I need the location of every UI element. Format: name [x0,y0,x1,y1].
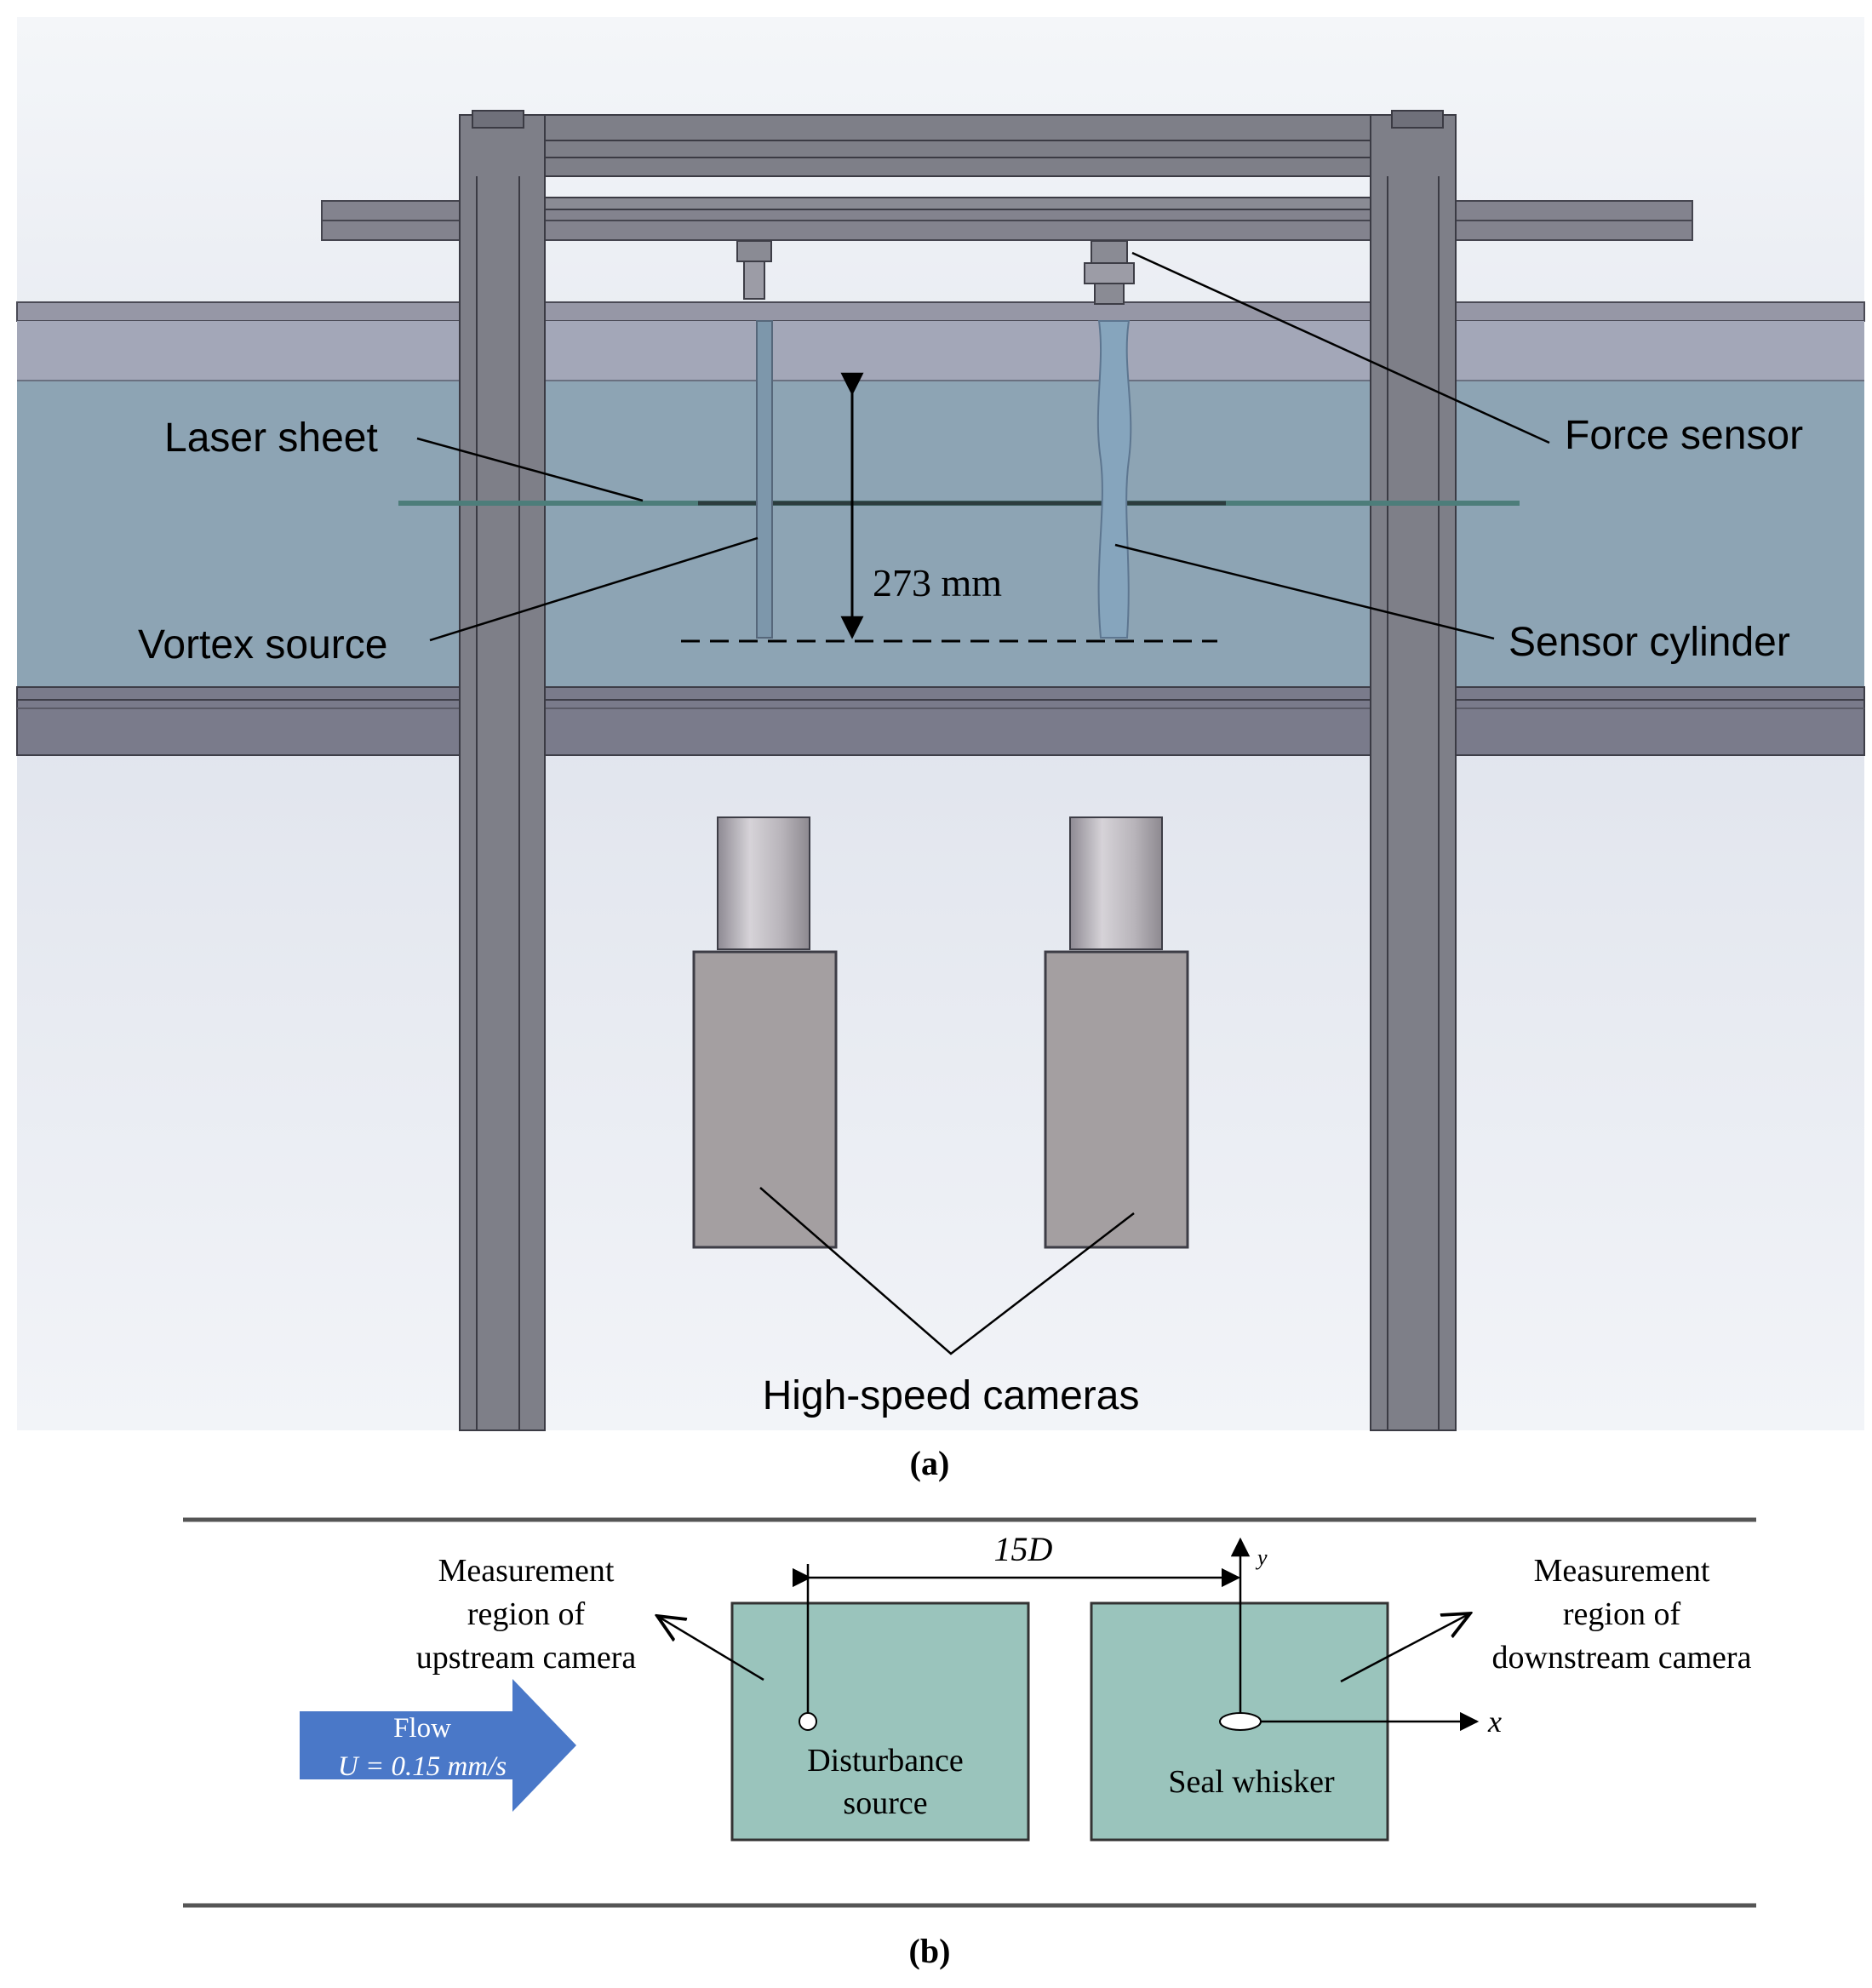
sensor-cylinder [1096,320,1132,639]
force-sensor-leader [1131,251,1550,444]
channel-air-gap [17,321,1864,381]
flow-arrow [300,1679,576,1812]
cameras-leader [759,1187,1135,1355]
sensor-cylinder-label: Sensor cylinder [1508,620,1790,665]
caption-b: (b) [909,1932,951,1970]
channel-top-wall [16,301,1865,322]
svg-text:Measurement: Measurement [438,1553,615,1589]
vortex-source-leader [429,536,759,642]
flow-label: Flow [393,1713,451,1744]
upstream-region-arrow [657,1616,764,1681]
flow-velocity-label: U = 0.15 mm/s [338,1751,507,1782]
panel-b: Flow U = 0.15 mm/s Measurement region of… [183,1517,1756,1970]
svg-text:Measurement: Measurement [1534,1553,1710,1589]
distance-label: 15D [994,1530,1053,1568]
y-axis-label: y [1255,1545,1268,1570]
vortex-source-label: Vortex source [138,622,387,667]
support-frame [459,110,1457,1431]
seal-whisker-marker [1219,1712,1262,1731]
disturbance-source-marker [799,1712,817,1731]
channel-bottom-wall [16,686,1865,756]
svg-text:region of: region of [1563,1596,1681,1632]
svg-text:downstream camera: downstream camera [1492,1640,1752,1676]
svg-text:Disturbance: Disturbance [807,1743,964,1779]
x-axis-label: x [1487,1704,1502,1739]
caption-a: (a) [910,1444,950,1482]
downstream-region-arrow [1340,1613,1470,1683]
laser-sheet-label: Laser sheet [164,415,378,461]
laser-sheet-leader [416,437,644,502]
disturbance-source-label: Disturbance source [807,1743,964,1821]
upstream-region-label: Measurement region of upstream camera [416,1553,637,1676]
upstream-measurement-region [730,1601,1030,1842]
force-sensor [1084,240,1135,305]
seal-whisker-label: Seal whisker [1168,1764,1335,1800]
panel-a: 273 mm Laser sheet Vortex source Force s… [16,17,1865,1482]
camera-left [692,816,838,1249]
svg-text:region of: region of [467,1596,586,1632]
sensor-cylinder-leader [1114,543,1495,640]
water-region [17,381,1864,687]
cameras-label: High-speed cameras [763,1373,1140,1418]
downstream-region-label: Measurement region of downstream camera [1492,1553,1752,1676]
force-sensor-label: Force sensor [1565,413,1803,458]
svg-text:source: source [843,1785,927,1821]
dimension-label: 273 mm [873,561,1002,604]
svg-text:upstream camera: upstream camera [416,1640,637,1676]
vortex-source-rod [736,240,773,639]
camera-right [1044,816,1189,1249]
